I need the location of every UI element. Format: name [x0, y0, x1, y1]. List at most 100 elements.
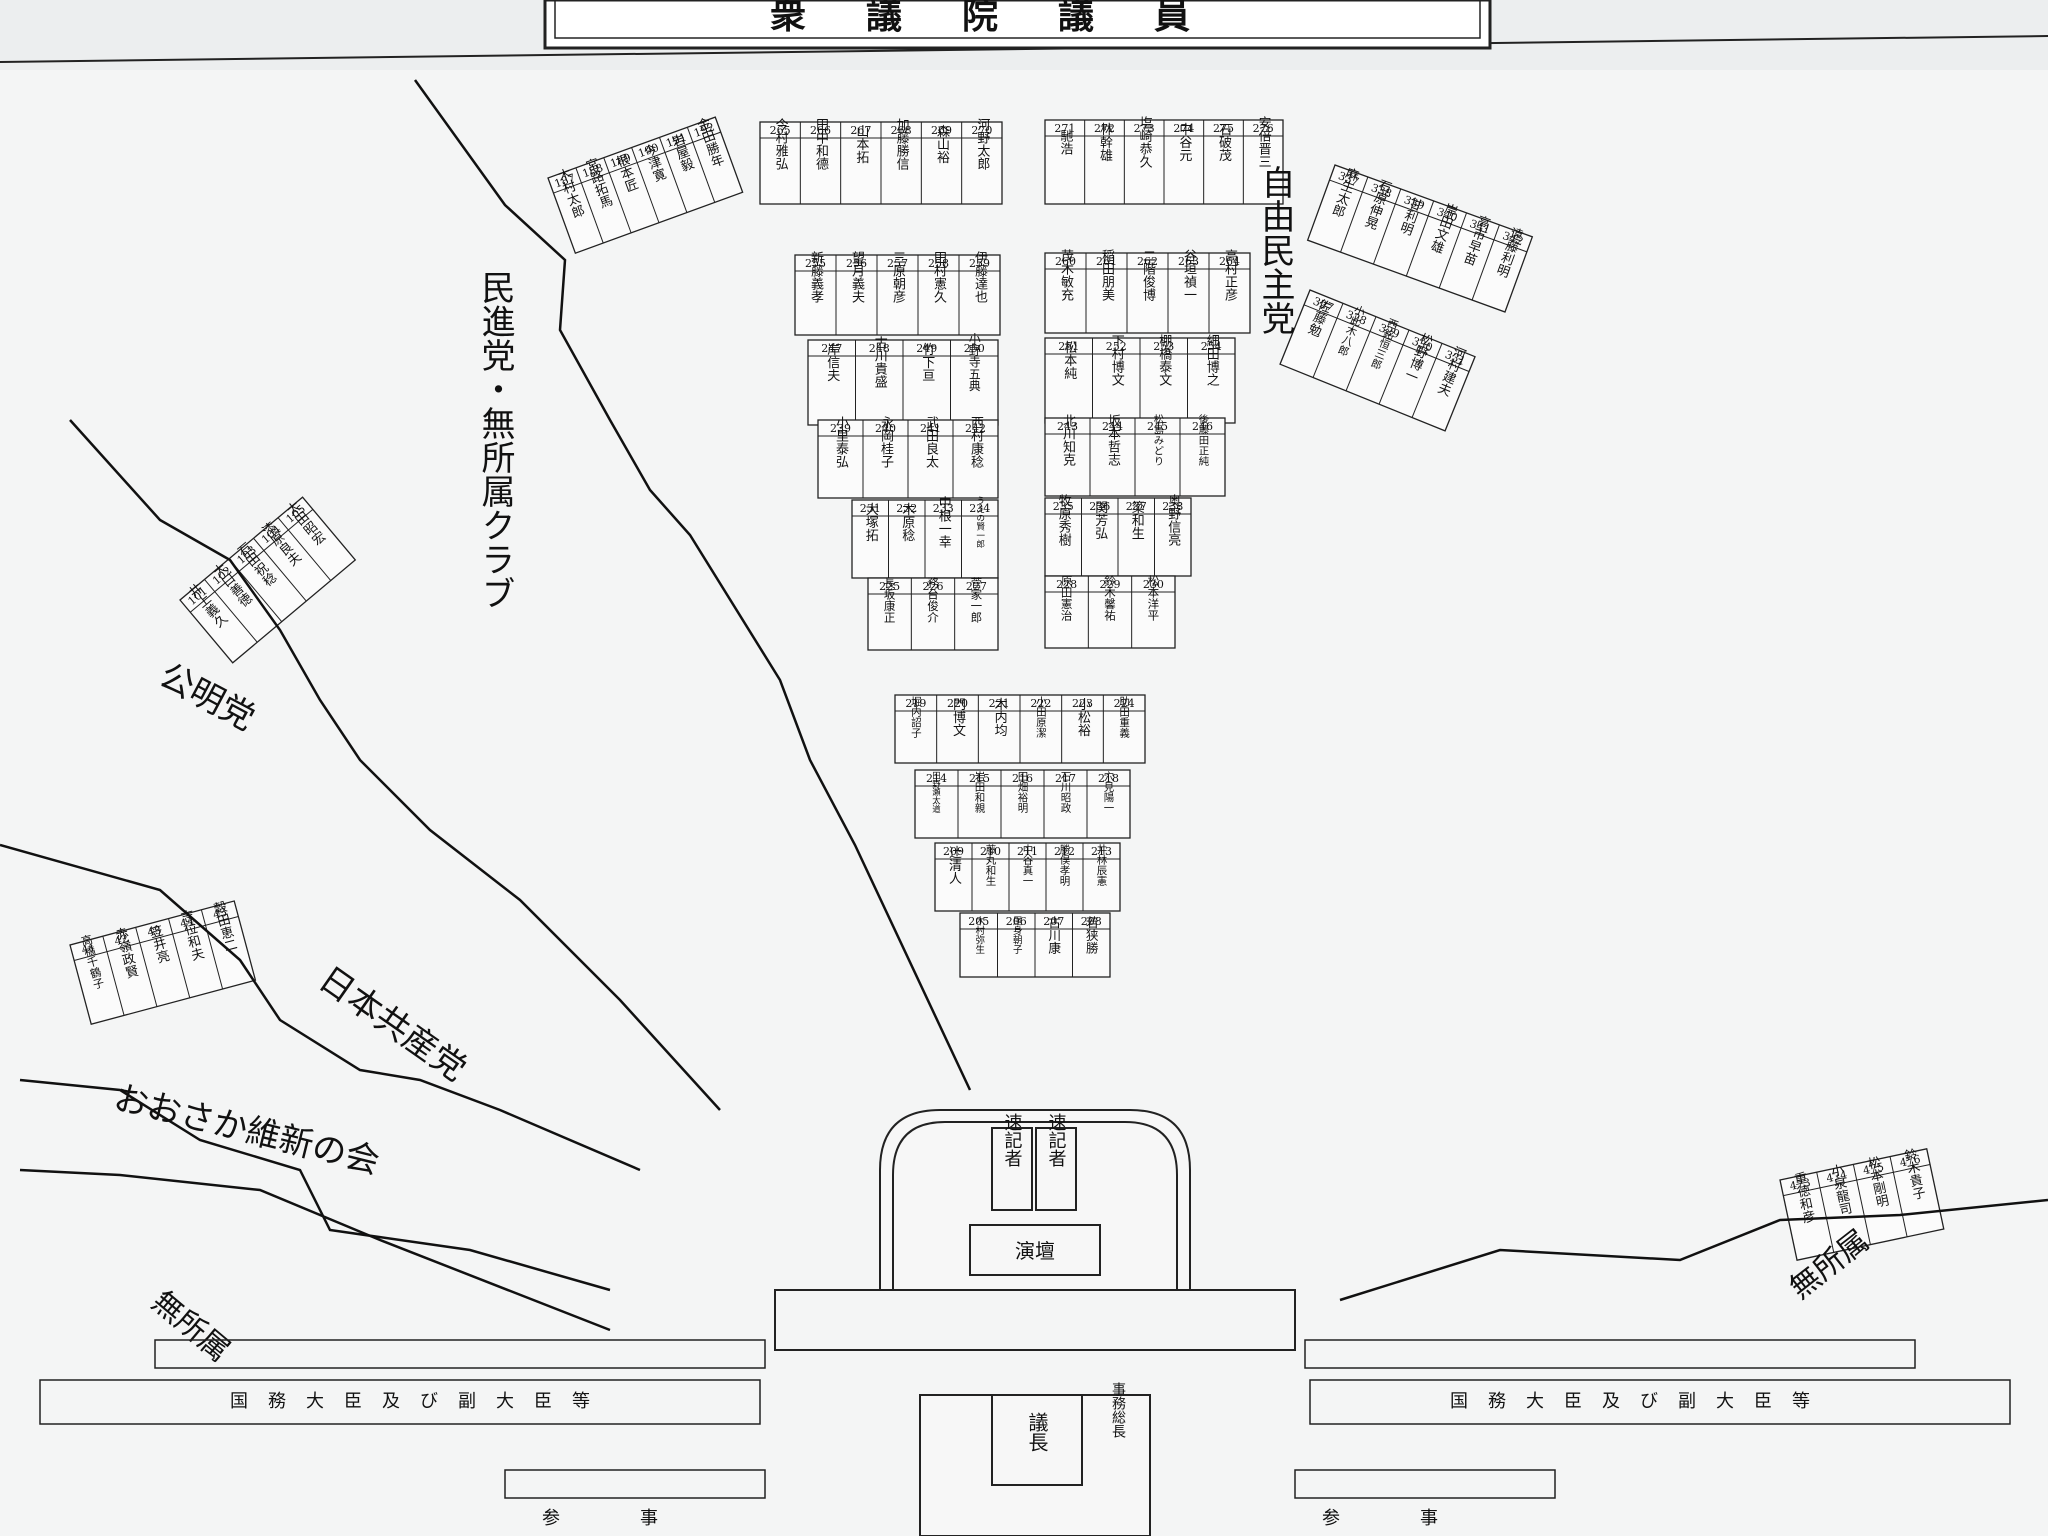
seat-number: 264 [1219, 255, 1240, 268]
seat-member-name: 岸信夫 [824, 343, 840, 382]
seat-member-name: 田中和德 [813, 118, 829, 170]
seat-number: 211 [1017, 845, 1038, 858]
seat-number: 240 [875, 422, 896, 435]
stenographer-box-left [991, 1127, 1033, 1211]
seat-number: 258 [928, 257, 949, 270]
seat-divider [1340, 176, 1369, 253]
seat-number: 246 [1192, 420, 1213, 433]
seat-member-name: 田野瀬太道 [932, 771, 942, 814]
seat-member-name: 勝俣孝明 [1059, 843, 1071, 887]
seat-number: 245 [1147, 420, 1168, 433]
seat-member-name: 小野寺五典 [967, 333, 981, 393]
seat-number: 253 [1153, 340, 1174, 353]
seat-member-name: 三原朝彦 [890, 251, 906, 303]
seat-number: 230 [1143, 578, 1164, 591]
seat-divider [168, 918, 191, 998]
seat-number: 248 [869, 342, 890, 355]
seat-number: 237 [1126, 500, 1147, 513]
seat-member-name: 小田原潔 [1035, 696, 1047, 739]
seat-member-name: 中谷元 [1176, 123, 1192, 163]
seat-number: 209 [943, 845, 964, 858]
ministers-bench-right [1304, 1339, 1916, 1369]
seat-member-name: 井林辰憲 [1096, 843, 1108, 886]
